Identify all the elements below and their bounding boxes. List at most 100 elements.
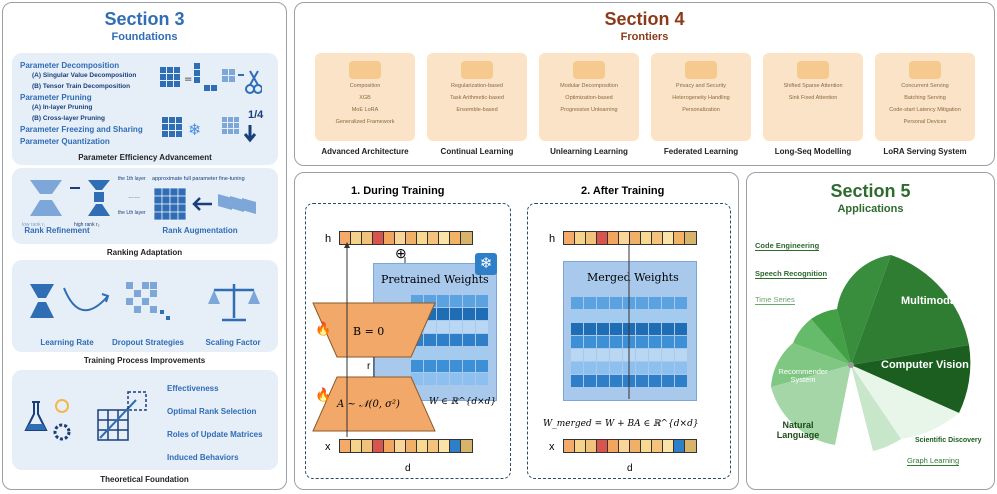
w-formula: W ∈ ℝ^{d×d} <box>429 397 497 407</box>
training-process-box: Learning Rate Dropout Strategies Scaling… <box>12 260 278 352</box>
frontier-text: Sink Fixed Attention <box>788 95 838 101</box>
frontier-caption-5: LoRA Serving System <box>883 147 967 156</box>
vector-cell <box>461 440 472 452</box>
vector-cell <box>641 232 652 244</box>
weight-cell <box>597 349 609 361</box>
vector-cell <box>373 232 384 244</box>
vector-cell <box>340 232 351 244</box>
vector-cell <box>597 232 608 244</box>
frontier-icon <box>573 61 605 79</box>
rank-augmentation-caption: Rank Augmentation <box>162 226 238 235</box>
vector-cell <box>362 232 373 244</box>
weight-cell <box>463 334 475 346</box>
matrix-decomposition-icon: = <box>160 63 217 91</box>
vector-cell <box>685 440 696 452</box>
weight-cell <box>610 310 622 322</box>
vector-cell <box>564 440 575 452</box>
weight-cell <box>463 321 475 333</box>
svg-text:❄: ❄ <box>188 120 201 139</box>
svd-item: (A) Singular Value Decomposition <box>32 72 137 79</box>
weight-cell <box>649 310 661 322</box>
x-label-right: x <box>549 441 555 453</box>
weight-cell <box>610 362 622 374</box>
after-training-title: 2. After Training <box>581 185 665 197</box>
weight-cell <box>437 308 449 320</box>
weight-cell <box>476 360 488 372</box>
vector-cell <box>630 440 641 452</box>
scissors-icon <box>222 69 262 94</box>
d-label-left: d <box>405 463 411 474</box>
vector-cell <box>564 232 575 244</box>
weight-cell <box>571 375 583 387</box>
frontier-text: Heterogeneity Handling <box>672 95 730 101</box>
weight-cell <box>610 297 622 309</box>
frontier-caption-1: Continual Learning <box>440 147 514 156</box>
weight-cell <box>636 349 648 361</box>
snowflake-icon: ❄ <box>475 253 497 275</box>
d-label-right: d <box>627 463 633 474</box>
during-training-title: 1. During Training <box>351 185 445 197</box>
weight-cell <box>463 308 475 320</box>
section5-title: Section 5 <box>830 181 911 201</box>
weight-cell <box>450 347 462 359</box>
update-matrices-item: Roles of Update Matrices <box>167 430 263 439</box>
frontier-text: Shifted Sparse Attention <box>783 83 843 89</box>
frontier-text: Personalization <box>682 107 720 113</box>
weight-cell <box>437 295 449 307</box>
weight-cell <box>424 347 436 359</box>
frontier-text: Privacy and Security <box>675 83 727 89</box>
weight-cell <box>584 349 596 361</box>
vector-cell <box>406 232 417 244</box>
layer-l-label: the Lth layer <box>118 210 146 216</box>
merged-weights-label: Merged Weights <box>587 271 679 284</box>
vector-cell <box>395 232 406 244</box>
param-freezing: Parameter Freezing and Sharing <box>20 125 143 134</box>
weight-cell <box>584 362 596 374</box>
vector-cell <box>461 232 472 244</box>
layer-ellipsis: …… <box>128 194 140 200</box>
weight-cell <box>411 373 423 385</box>
weight-cell <box>411 360 423 372</box>
weight-cell <box>636 362 648 374</box>
label-graph-learning: Graph Learning <box>907 456 960 466</box>
freeze-matrix-icon: ❄ <box>162 117 201 139</box>
weight-cell <box>610 336 622 348</box>
learning-rate-label: Learning Rate <box>40 338 94 347</box>
weight-cell <box>450 308 462 320</box>
frontier-text: Generalized Framework <box>335 119 395 125</box>
fire-icon-b: 🔥 <box>315 321 332 336</box>
frontier-icon <box>685 61 717 79</box>
weight-cell <box>476 334 488 346</box>
vector-cell <box>663 232 674 244</box>
weight-cell <box>476 347 488 359</box>
low-rank-label: low rank r₁ <box>22 222 46 228</box>
weight-cell <box>476 373 488 385</box>
weight-cell <box>437 334 449 346</box>
weight-cell <box>437 360 449 372</box>
weight-cell <box>636 336 648 348</box>
weight-cell <box>675 297 687 309</box>
application-rose-chart <box>771 255 971 451</box>
weight-cell <box>636 297 648 309</box>
vector-cell <box>630 232 641 244</box>
weight-cell <box>424 373 436 385</box>
weight-cell <box>662 336 674 348</box>
weight-cell <box>636 375 648 387</box>
param-quantization: Parameter Quantization <box>20 137 110 146</box>
label-recommender: Recommender System <box>778 367 828 385</box>
label-time-series: Time Series <box>755 295 795 305</box>
effectiveness-item: Effectiveness <box>167 384 219 393</box>
vector-cell <box>450 440 461 452</box>
lora-adapter <box>312 302 436 432</box>
theory-caption: Theoretical Foundation <box>100 475 189 484</box>
frontier-icon <box>461 61 493 79</box>
frontier-text: Ensemble-based <box>456 107 498 113</box>
vector-cell <box>439 232 450 244</box>
svg-text:=: = <box>184 74 192 85</box>
frontier-text: XGB <box>359 95 371 101</box>
section3-title: Section 3 <box>104 9 185 29</box>
weight-cell <box>662 310 674 322</box>
